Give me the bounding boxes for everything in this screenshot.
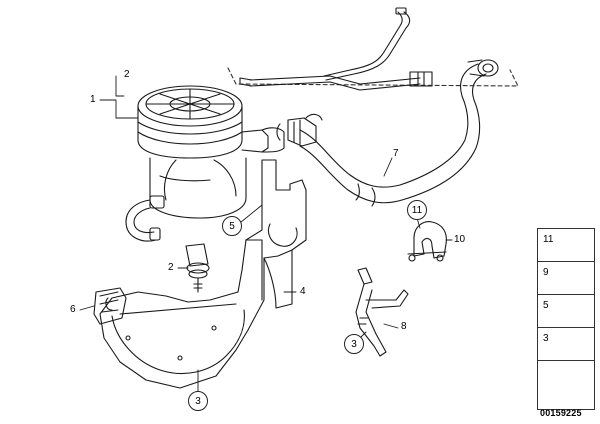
legend-item-5: 5 bbox=[538, 295, 594, 328]
legend-item-11: 11 bbox=[538, 229, 594, 262]
legend-label: 9 bbox=[543, 267, 549, 278]
parts-legend: 11 9 5 3 bbox=[537, 228, 595, 410]
clamp-part-10 bbox=[407, 221, 447, 262]
legend-label: 3 bbox=[543, 333, 549, 344]
callout-2-top: 2 bbox=[124, 69, 130, 80]
leader-lines bbox=[79, 75, 453, 393]
legend-label: 5 bbox=[543, 300, 549, 311]
diagram-id: 00159225 bbox=[540, 408, 582, 418]
callout-5: 5 bbox=[222, 216, 242, 236]
legend-label: 11 bbox=[543, 234, 554, 245]
callout-8: 8 bbox=[401, 321, 407, 332]
vent-hose-line bbox=[239, 7, 433, 91]
callout-1: 1 bbox=[90, 94, 96, 105]
callout-11: 11 bbox=[407, 200, 427, 220]
callout-4: 4 bbox=[300, 286, 306, 297]
callout-2-mid: 2 bbox=[168, 262, 174, 273]
air-pump-part-1 bbox=[125, 85, 285, 242]
bracket-part-4 bbox=[99, 159, 307, 389]
valve-part-2 bbox=[185, 243, 210, 293]
callout-3-bottom: 3 bbox=[188, 391, 208, 411]
legend-item-arrow bbox=[538, 361, 594, 409]
legend-item-9: 9 bbox=[538, 262, 594, 295]
callout-3-right: 3 bbox=[344, 334, 364, 354]
hose-part-7 bbox=[276, 59, 499, 207]
callout-6: 6 bbox=[70, 304, 76, 315]
callout-7: 7 bbox=[393, 148, 399, 159]
hose-dashed-frame bbox=[227, 67, 519, 87]
legend-item-3: 3 bbox=[538, 328, 594, 361]
bracket-part-8 bbox=[355, 267, 409, 357]
clip-part-6 bbox=[93, 287, 127, 325]
callout-10: 10 bbox=[454, 234, 466, 245]
